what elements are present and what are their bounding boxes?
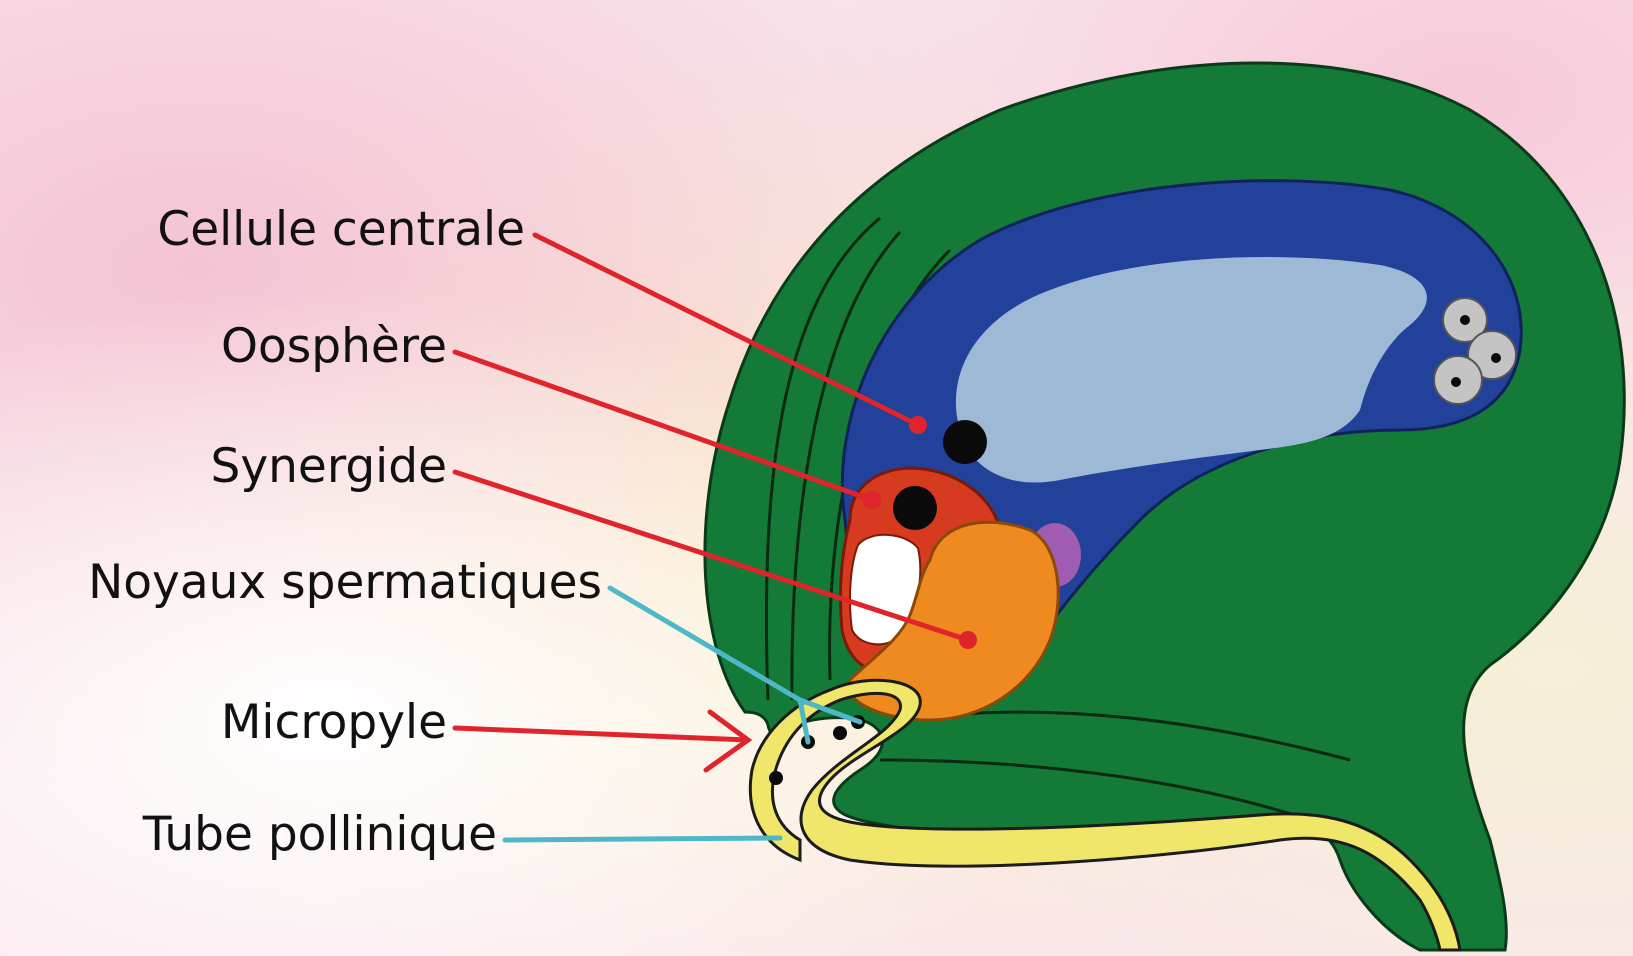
leader-pollen-tube bbox=[505, 838, 780, 840]
label-pollen-tube: Tube pollinique bbox=[142, 807, 497, 862]
label-egg-cell: Oosphère bbox=[221, 319, 447, 374]
label-central-cell: Cellule centrale bbox=[157, 202, 525, 257]
label-sperm-nuclei: Noyaux spermatiques bbox=[88, 555, 602, 610]
label-micropyle: Micropyle bbox=[221, 695, 447, 750]
central-cell-nucleus bbox=[943, 420, 987, 464]
egg-cell-nucleus bbox=[893, 486, 937, 530]
label-synergid: Synergide bbox=[211, 439, 448, 494]
